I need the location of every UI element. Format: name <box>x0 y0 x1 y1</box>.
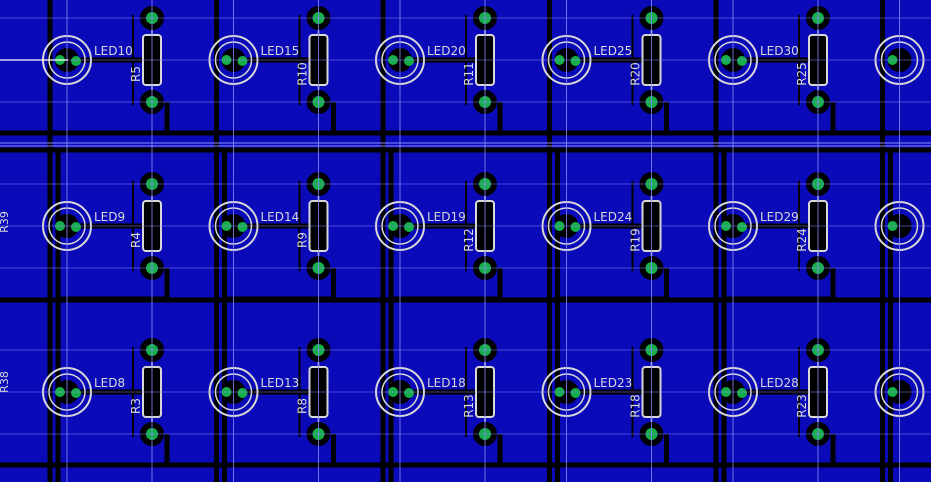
track <box>725 102 836 136</box>
led-label: LED28 <box>760 376 799 390</box>
led-pad-center <box>237 222 248 232</box>
led-label: LED10 <box>94 44 133 58</box>
resistor-label: R3 <box>129 398 143 414</box>
led-label: LED23 <box>594 376 633 390</box>
resistor-label: R10 <box>296 62 310 86</box>
resistor-label: R24 <box>795 228 809 252</box>
resistor-label: R5 <box>129 66 143 82</box>
resistor-label: R19 <box>629 228 643 252</box>
resistor-label: R12 <box>462 228 476 252</box>
resistor-label: R9 <box>296 232 310 248</box>
led-label: LED20 <box>427 44 466 58</box>
led-pad-center <box>71 222 81 232</box>
resistor-label: R13 <box>462 394 476 418</box>
edge-label-r38: R38 <box>0 371 11 393</box>
resistor-label: R18 <box>629 394 643 418</box>
track <box>225 268 336 302</box>
track <box>59 102 170 136</box>
track <box>392 268 503 302</box>
led-pad-center <box>570 388 581 398</box>
led-pad-center <box>237 388 248 398</box>
resistor-label: R4 <box>129 232 143 248</box>
track <box>558 268 669 302</box>
led-label: LED15 <box>261 44 300 58</box>
led-pad-center <box>570 56 581 66</box>
resistor-label: R8 <box>296 398 310 414</box>
resistor-label: R23 <box>795 394 809 418</box>
led-label: LED8 <box>94 376 125 390</box>
led-label: LED29 <box>760 210 799 224</box>
track <box>392 434 503 468</box>
led-label: LED30 <box>760 44 799 58</box>
led-pad-center <box>237 56 248 66</box>
resistor-label: R25 <box>795 62 809 86</box>
led-label: LED13 <box>261 376 300 390</box>
track <box>392 102 503 136</box>
track <box>558 434 669 468</box>
track <box>225 102 336 136</box>
led-pad-center <box>737 222 747 232</box>
led-label: LED19 <box>427 210 466 224</box>
led-pad-center <box>404 222 414 232</box>
resistor-label: R11 <box>462 62 476 86</box>
led-label: LED25 <box>594 44 633 58</box>
led-pad-center <box>570 222 581 232</box>
led-label: LED18 <box>427 376 466 390</box>
track <box>725 268 836 302</box>
led-pad-center <box>737 388 747 398</box>
led-pad-center <box>71 388 81 398</box>
led-label: LED9 <box>94 210 125 224</box>
led-pad-center <box>737 56 747 66</box>
led-pad-center <box>71 56 81 66</box>
led-pad-center <box>404 388 414 398</box>
track <box>558 102 669 136</box>
edge-label-r39: R39 <box>0 211 11 233</box>
track <box>59 434 170 468</box>
track <box>59 268 170 302</box>
led-label: LED14 <box>261 210 300 224</box>
track <box>725 434 836 468</box>
track <box>225 434 336 468</box>
resistor-label: R20 <box>629 62 643 86</box>
led-pad-center <box>404 56 414 66</box>
led-label: LED24 <box>594 210 633 224</box>
